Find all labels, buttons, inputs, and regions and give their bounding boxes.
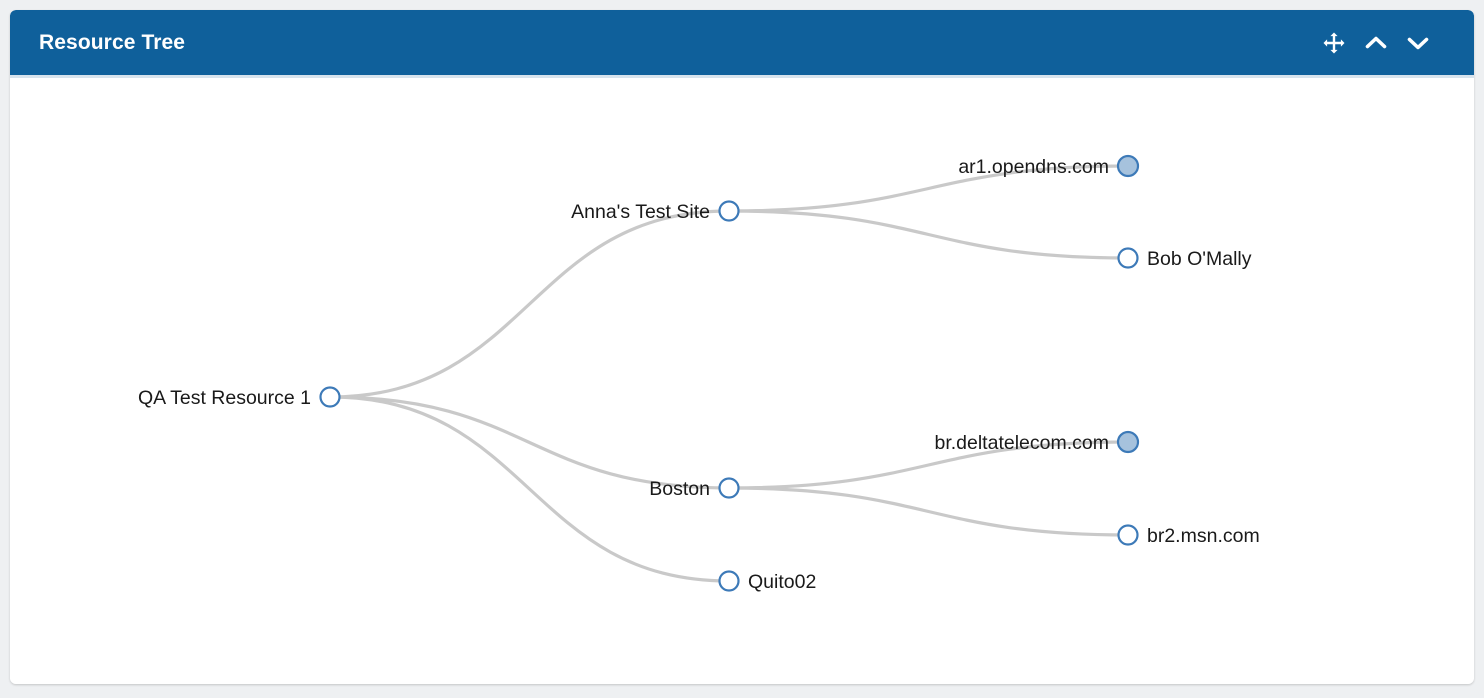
tree-node-quito02[interactable]: Quito02 xyxy=(718,570,817,593)
panel-header: Resource Tree xyxy=(10,10,1474,78)
tree-canvas: QA Test Resource 1 Anna's Test Site ar1.op… xyxy=(10,81,1474,684)
tree-link xyxy=(727,440,1130,490)
node-label: Anna's Test Site xyxy=(571,201,710,223)
node-label: Bob O'Mally xyxy=(1147,248,1252,270)
resource-tree-graph[interactable]: QA Test Resource 1 Anna's Test Site ar1.op… xyxy=(10,81,1474,684)
node-label: QA Test Resource 1 xyxy=(138,387,311,409)
tree-node-ar1[interactable]: ar1.opendns.com xyxy=(958,154,1140,178)
node-label: br2.msn.com xyxy=(1147,525,1260,547)
header-actions xyxy=(1320,28,1432,58)
tree-node-boston[interactable]: Boston xyxy=(649,477,740,500)
chevron-down-icon[interactable] xyxy=(1404,28,1432,58)
tree-link xyxy=(328,395,731,583)
node-label: Boston xyxy=(649,478,710,500)
tree-node-anna[interactable]: Anna's Test Site xyxy=(571,200,740,223)
node-circle[interactable] xyxy=(718,570,740,592)
node-label: Quito02 xyxy=(748,571,816,593)
tree-node-root[interactable]: QA Test Resource 1 xyxy=(138,386,341,409)
tree-link xyxy=(727,486,1130,537)
move-icon[interactable] xyxy=(1320,28,1348,58)
node-label: br.deltatelecom.com xyxy=(934,432,1109,454)
tree-node-deltatelecom[interactable]: br.deltatelecom.com xyxy=(934,430,1140,454)
tree-link xyxy=(727,164,1130,213)
node-circle[interactable] xyxy=(1117,247,1139,269)
tree-node-bob[interactable]: Bob O'Mally xyxy=(1117,247,1252,270)
node-circle[interactable] xyxy=(1116,430,1140,454)
page-title: Resource Tree xyxy=(39,31,186,54)
node-circle[interactable] xyxy=(1117,524,1139,546)
tree-nodes: QA Test Resource 1 Anna's Test Site ar1.op… xyxy=(138,154,1260,593)
node-circle[interactable] xyxy=(718,200,740,222)
node-circle[interactable] xyxy=(1116,154,1140,178)
node-circle[interactable] xyxy=(718,477,740,499)
node-label: ar1.opendns.com xyxy=(958,156,1109,178)
tree-link xyxy=(727,209,1130,260)
tree-link xyxy=(328,395,731,490)
tree-node-br2[interactable]: br2.msn.com xyxy=(1117,524,1260,547)
node-circle[interactable] xyxy=(319,386,341,408)
tree-links xyxy=(328,164,1130,583)
chevron-up-icon[interactable] xyxy=(1362,28,1390,58)
tree-link xyxy=(328,209,731,399)
